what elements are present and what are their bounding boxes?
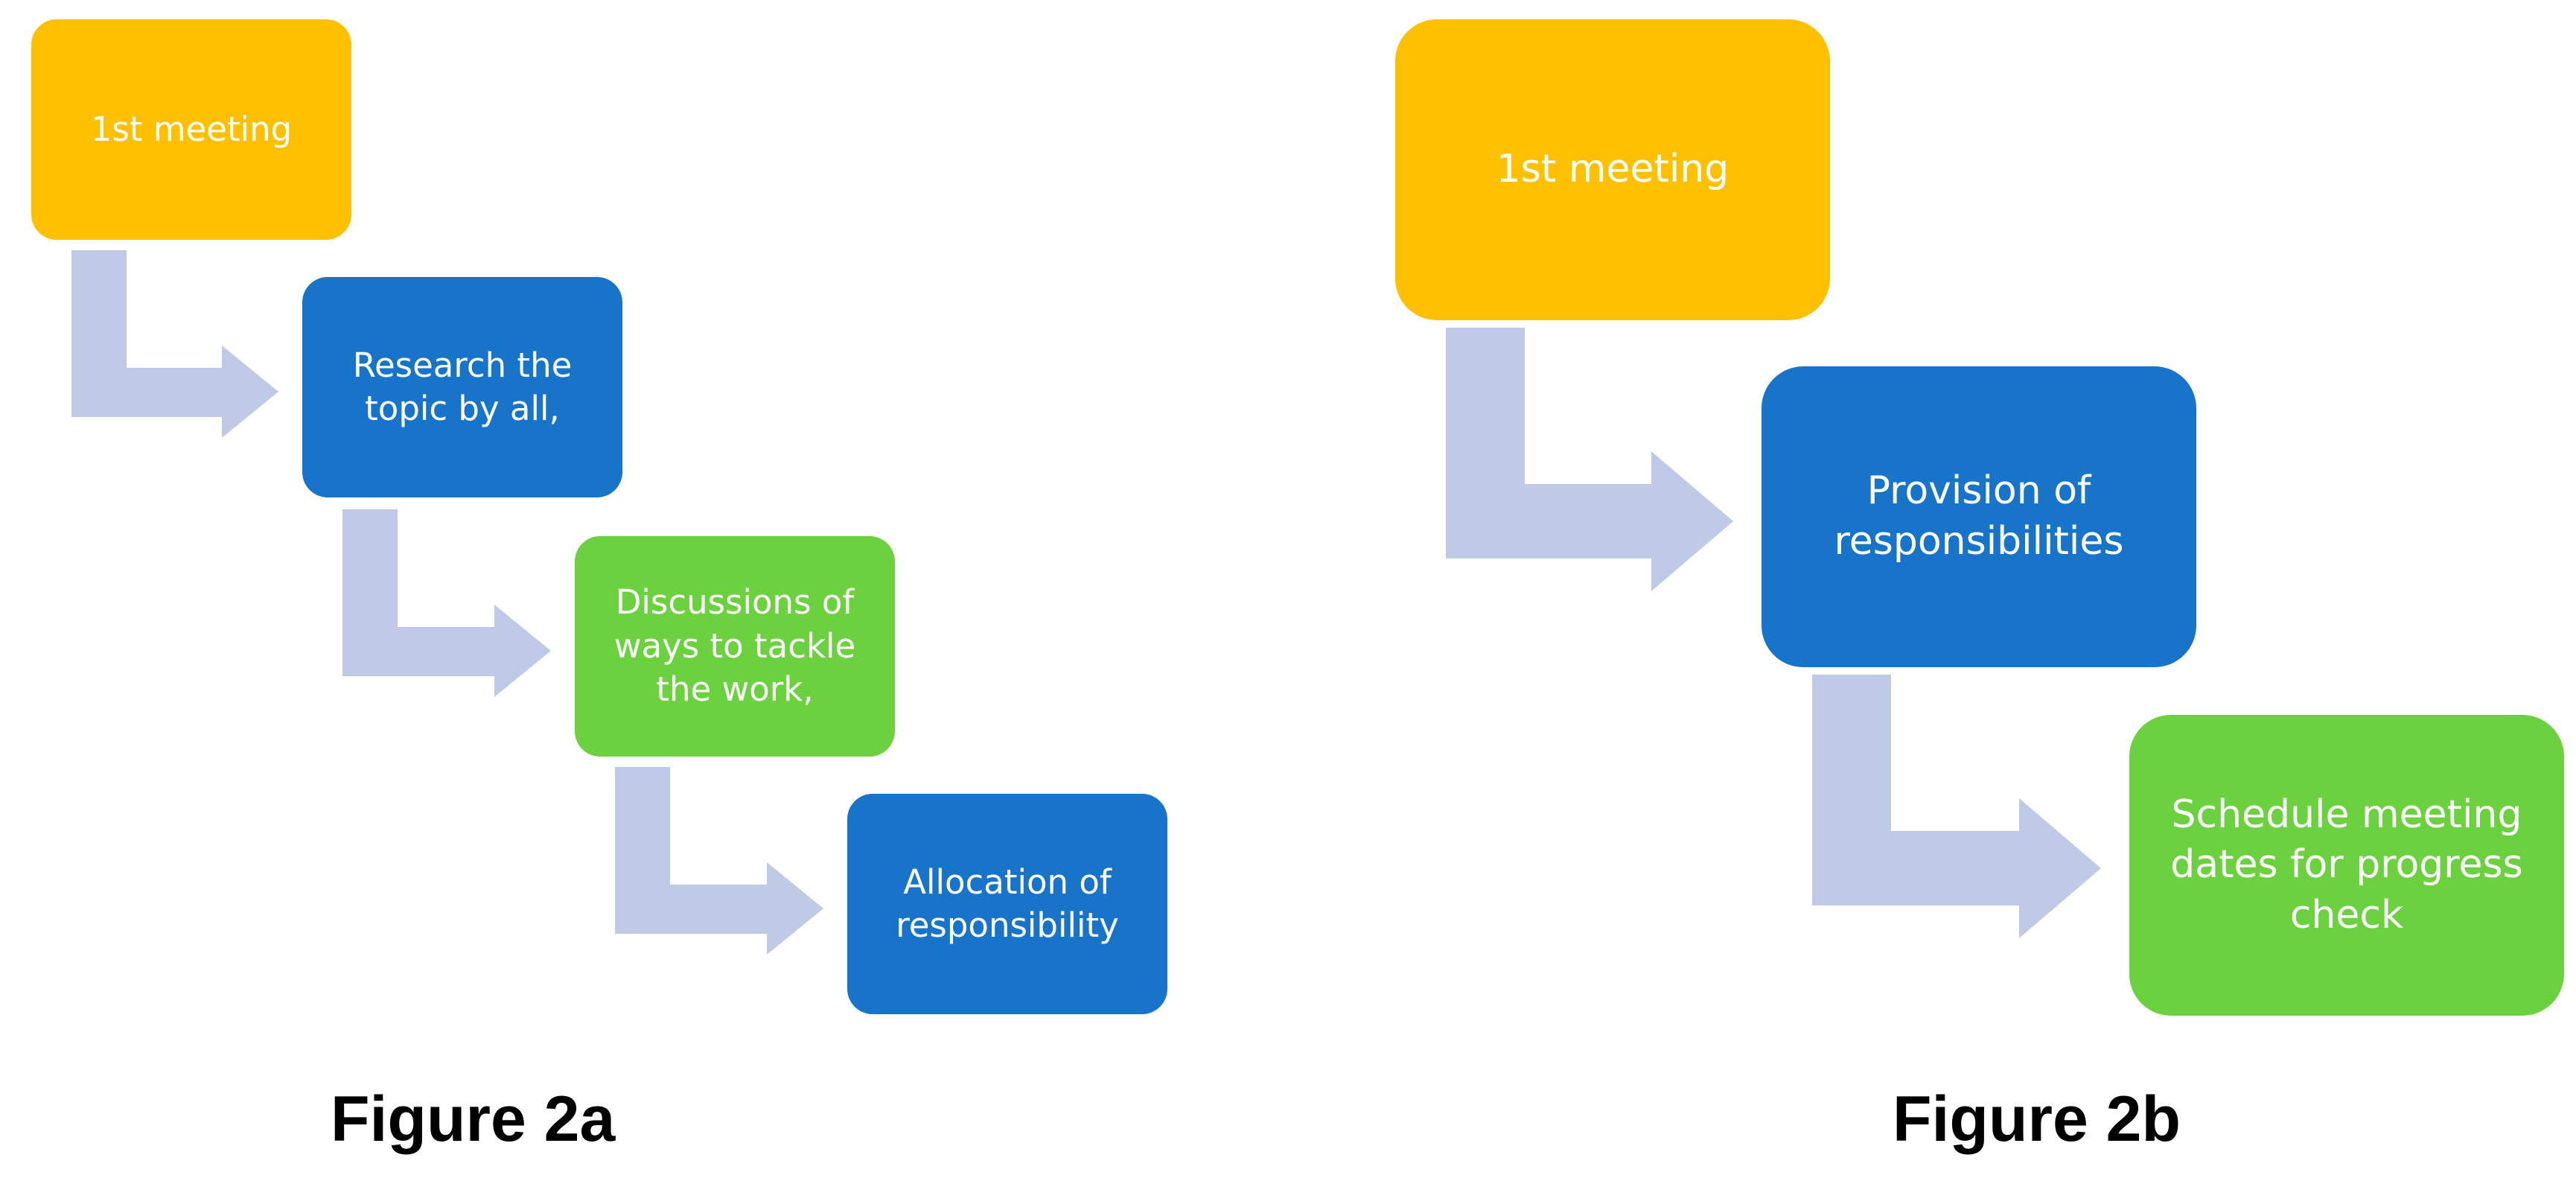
figure-2a-caption: Figure 2a <box>331 1083 616 1155</box>
step-schedule-meetings: Schedule meeting dates for progress chec… <box>2129 715 2564 1016</box>
step-text-line: check <box>2289 892 2404 938</box>
step-text-line: ways to tackle <box>613 625 856 666</box>
figure-2b-connectors <box>1446 328 2101 938</box>
step-text-line: Schedule meeting <box>2171 792 2522 837</box>
connector-arrow-2 <box>342 509 551 697</box>
step-text-line: 1st meeting <box>90 109 293 149</box>
step-text-line: 1st meeting <box>1496 147 1729 192</box>
figure-2b: 1st meeting Provision of responsibilitie… <box>1281 0 2576 1181</box>
connector-arrow-1 <box>1446 328 1733 591</box>
step-text-line: responsibilities <box>1834 519 2124 564</box>
connector-arrow-2 <box>1812 675 2101 938</box>
figure-2b-caption: Figure 2b <box>1893 1083 2181 1155</box>
step-1st-meeting: 1st meeting <box>1395 19 1830 320</box>
step-text-line: topic by all, <box>365 389 560 428</box>
step-provision-responsibilities: Provision of responsibilities <box>1762 366 2196 667</box>
step-text-line: the work, <box>656 669 814 710</box>
step-1st-meeting: 1st meeting <box>31 19 351 240</box>
step-text-line: Discussions of <box>615 582 855 623</box>
step-allocation: Allocation of responsibility <box>847 794 1167 1014</box>
step-text-line: responsibility <box>896 905 1119 945</box>
step-text-line: Provision of <box>1866 468 2091 514</box>
figure-2a-connectors <box>71 250 823 955</box>
connector-arrow-1 <box>71 250 278 438</box>
figure-2a: 1st meeting Research the topic by all, D… <box>0 0 1281 1181</box>
step-research-topic: Research the topic by all, <box>302 277 622 497</box>
step-text-line: Research the <box>352 345 573 385</box>
step-discussions: Discussions of ways to tackle the work, <box>575 536 895 757</box>
step-text-line: Allocation of <box>903 862 1112 902</box>
connector-arrow-3 <box>615 767 823 955</box>
step-text-line: dates for progress <box>2170 842 2523 888</box>
